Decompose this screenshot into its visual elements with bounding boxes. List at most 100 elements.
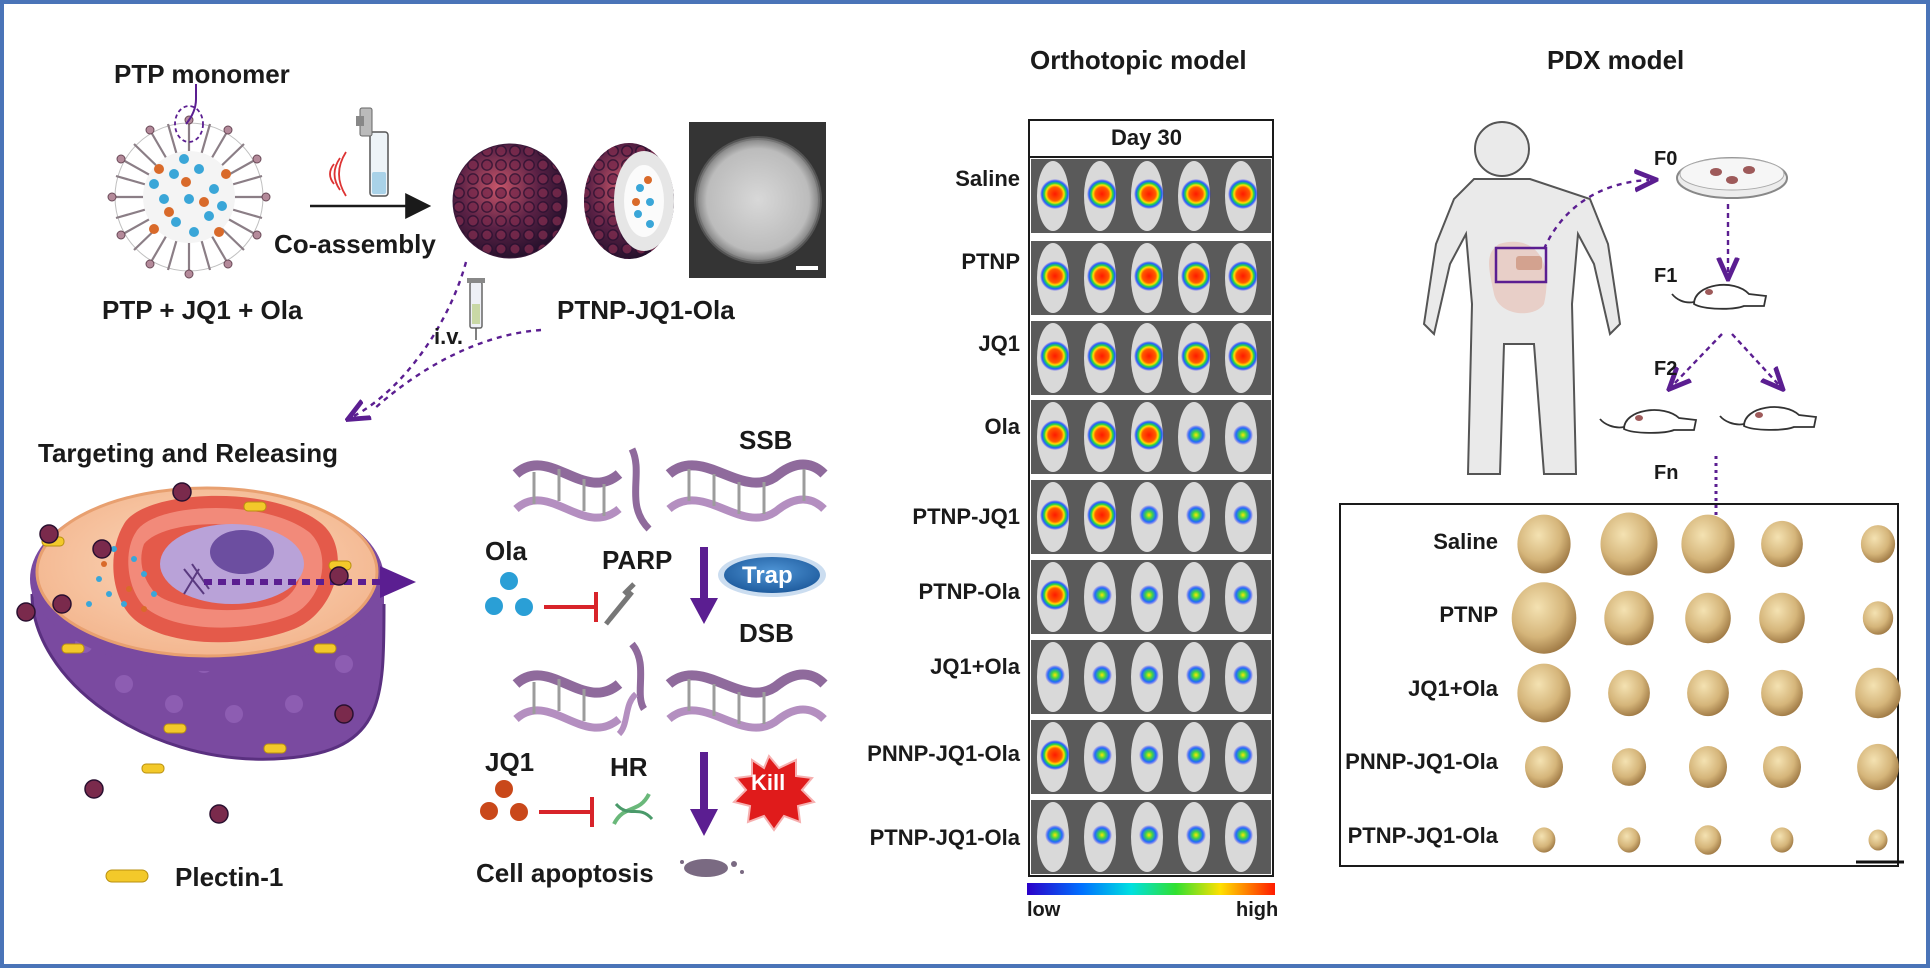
bli-signal	[1186, 745, 1206, 765]
mixture-label: PTP + JQ1 + Ola	[102, 295, 303, 325]
tumor-photo	[1517, 514, 1571, 574]
tumor-photo	[1763, 746, 1801, 788]
bli-signal	[1134, 261, 1164, 291]
bli-signal	[1087, 341, 1117, 371]
orthotopic-row-label: PTNP	[961, 249, 1020, 274]
dna-ssb	[512, 447, 828, 532]
kill-label: Kill	[751, 770, 786, 795]
bli-signal	[1233, 745, 1253, 765]
orthotopic-row-label: PTNP-JQ1-Ola	[869, 825, 1020, 850]
gen-label-fn: Fn	[1654, 462, 1679, 484]
tumor-photo	[1611, 748, 1647, 786]
bli-panel-border	[1028, 119, 1274, 877]
bli-signal	[1233, 665, 1253, 685]
mouse-f1-icon	[1671, 283, 1768, 310]
tumor-photo	[1604, 590, 1654, 646]
bli-signal	[1139, 505, 1159, 525]
jq1-label: JQ1	[485, 747, 535, 777]
tumor-photo	[1862, 601, 1894, 635]
pdx-row-label: PNNP-JQ1-Ola	[1345, 749, 1498, 774]
dna-dsb	[512, 641, 828, 737]
tumor-photo	[1860, 525, 1896, 563]
bli-signal	[1040, 500, 1070, 530]
cell-illustration	[16, 482, 416, 824]
tumor-photo	[1525, 746, 1563, 788]
iv-path-arrow	[354, 261, 468, 416]
bli-signal	[1134, 341, 1164, 371]
tumor-photo	[1770, 827, 1794, 853]
nanoparticle-crosssection	[584, 143, 674, 259]
tumor-photo	[1532, 827, 1556, 853]
tumor-photo	[1855, 667, 1901, 719]
bli-signal	[1087, 420, 1117, 450]
ola-molecules	[485, 572, 533, 616]
tumor-photo	[1761, 520, 1803, 568]
hr-protein-icon	[612, 792, 654, 826]
bli-signal	[1092, 585, 1112, 605]
tumor-photo	[1857, 743, 1899, 791]
nanoparticle-label: PTNP-JQ1-Ola	[557, 295, 735, 325]
orthotopic-row-label: Ola	[984, 414, 1020, 439]
orthotopic-row-label: PTNP-Ola	[918, 579, 1020, 604]
bli-signal	[1134, 420, 1164, 450]
tumor-photo	[1681, 514, 1735, 574]
pdx-row-label: Saline	[1433, 529, 1498, 554]
ola-label: Ola	[485, 536, 527, 566]
tumor-photo-grid	[1511, 512, 1901, 855]
bli-signal	[1139, 585, 1159, 605]
micelle-illustration	[107, 84, 271, 279]
tumor-photo	[1687, 669, 1729, 717]
ssb-label: SSB	[739, 425, 793, 455]
gen-label-f0: F0	[1654, 148, 1678, 170]
gen-label-f1: F1	[1654, 265, 1678, 287]
jq1-molecules	[480, 780, 528, 821]
pdx-title: PDX model	[1547, 45, 1685, 75]
orthotopic-row-label: PTNP-JQ1	[912, 504, 1020, 529]
bli-signal	[1092, 745, 1112, 765]
iv-label: i.v.	[434, 324, 463, 349]
tumor-photo	[1600, 512, 1658, 576]
orthotopic-title: Orthotopic model	[1030, 45, 1247, 75]
orthotopic-row-label: JQ1+Ola	[930, 654, 1020, 679]
kill-arrow	[690, 752, 718, 836]
hr-label: HR	[610, 752, 648, 782]
plectin-legend-icon	[105, 869, 149, 883]
bli-signal	[1040, 420, 1070, 450]
bli-signal	[1092, 825, 1112, 845]
dsb-label: DSB	[739, 618, 794, 648]
tumor-photo	[1868, 829, 1888, 851]
bli-signal	[1186, 505, 1206, 525]
ola-inhibit	[544, 592, 598, 622]
bli-signal	[1040, 261, 1070, 291]
bli-signal	[1040, 179, 1070, 209]
bli-signal	[1134, 179, 1164, 209]
bli-image-grid	[1031, 159, 1271, 874]
apoptosis-debris-icon	[680, 859, 744, 877]
nanoparticle-sphere	[452, 143, 568, 259]
mouse-f2-icon-left	[1599, 409, 1698, 434]
trap-badge	[718, 553, 826, 597]
tumor-photo	[1761, 669, 1803, 717]
pdx-row-label: JQ1+Ola	[1408, 676, 1498, 701]
targeting-label: Targeting and Releasing	[38, 438, 339, 468]
tumor-photo	[1685, 592, 1731, 644]
bli-signal	[1087, 261, 1117, 291]
scale-low-label: low	[1027, 899, 1061, 921]
tumor-photo	[1759, 592, 1805, 644]
monomer-label: PTP monomer	[114, 59, 290, 89]
f1-f2-arrow-right	[1731, 333, 1778, 384]
f1-f2-arrow-left	[1674, 333, 1723, 384]
syringe-icon	[467, 278, 485, 340]
tumor-photo	[1617, 827, 1641, 853]
bli-signal	[1040, 740, 1070, 770]
bli-signal	[1228, 179, 1258, 209]
bli-signal	[1233, 585, 1253, 605]
bli-signal	[1233, 505, 1253, 525]
tem-image	[689, 122, 826, 278]
bli-signal	[1045, 665, 1065, 685]
gen-label-f2: F2	[1654, 358, 1678, 380]
bli-signal	[1186, 665, 1206, 685]
bli-color-scale	[1027, 883, 1275, 895]
tumor-photo	[1608, 669, 1650, 717]
bli-signal	[1233, 825, 1253, 845]
